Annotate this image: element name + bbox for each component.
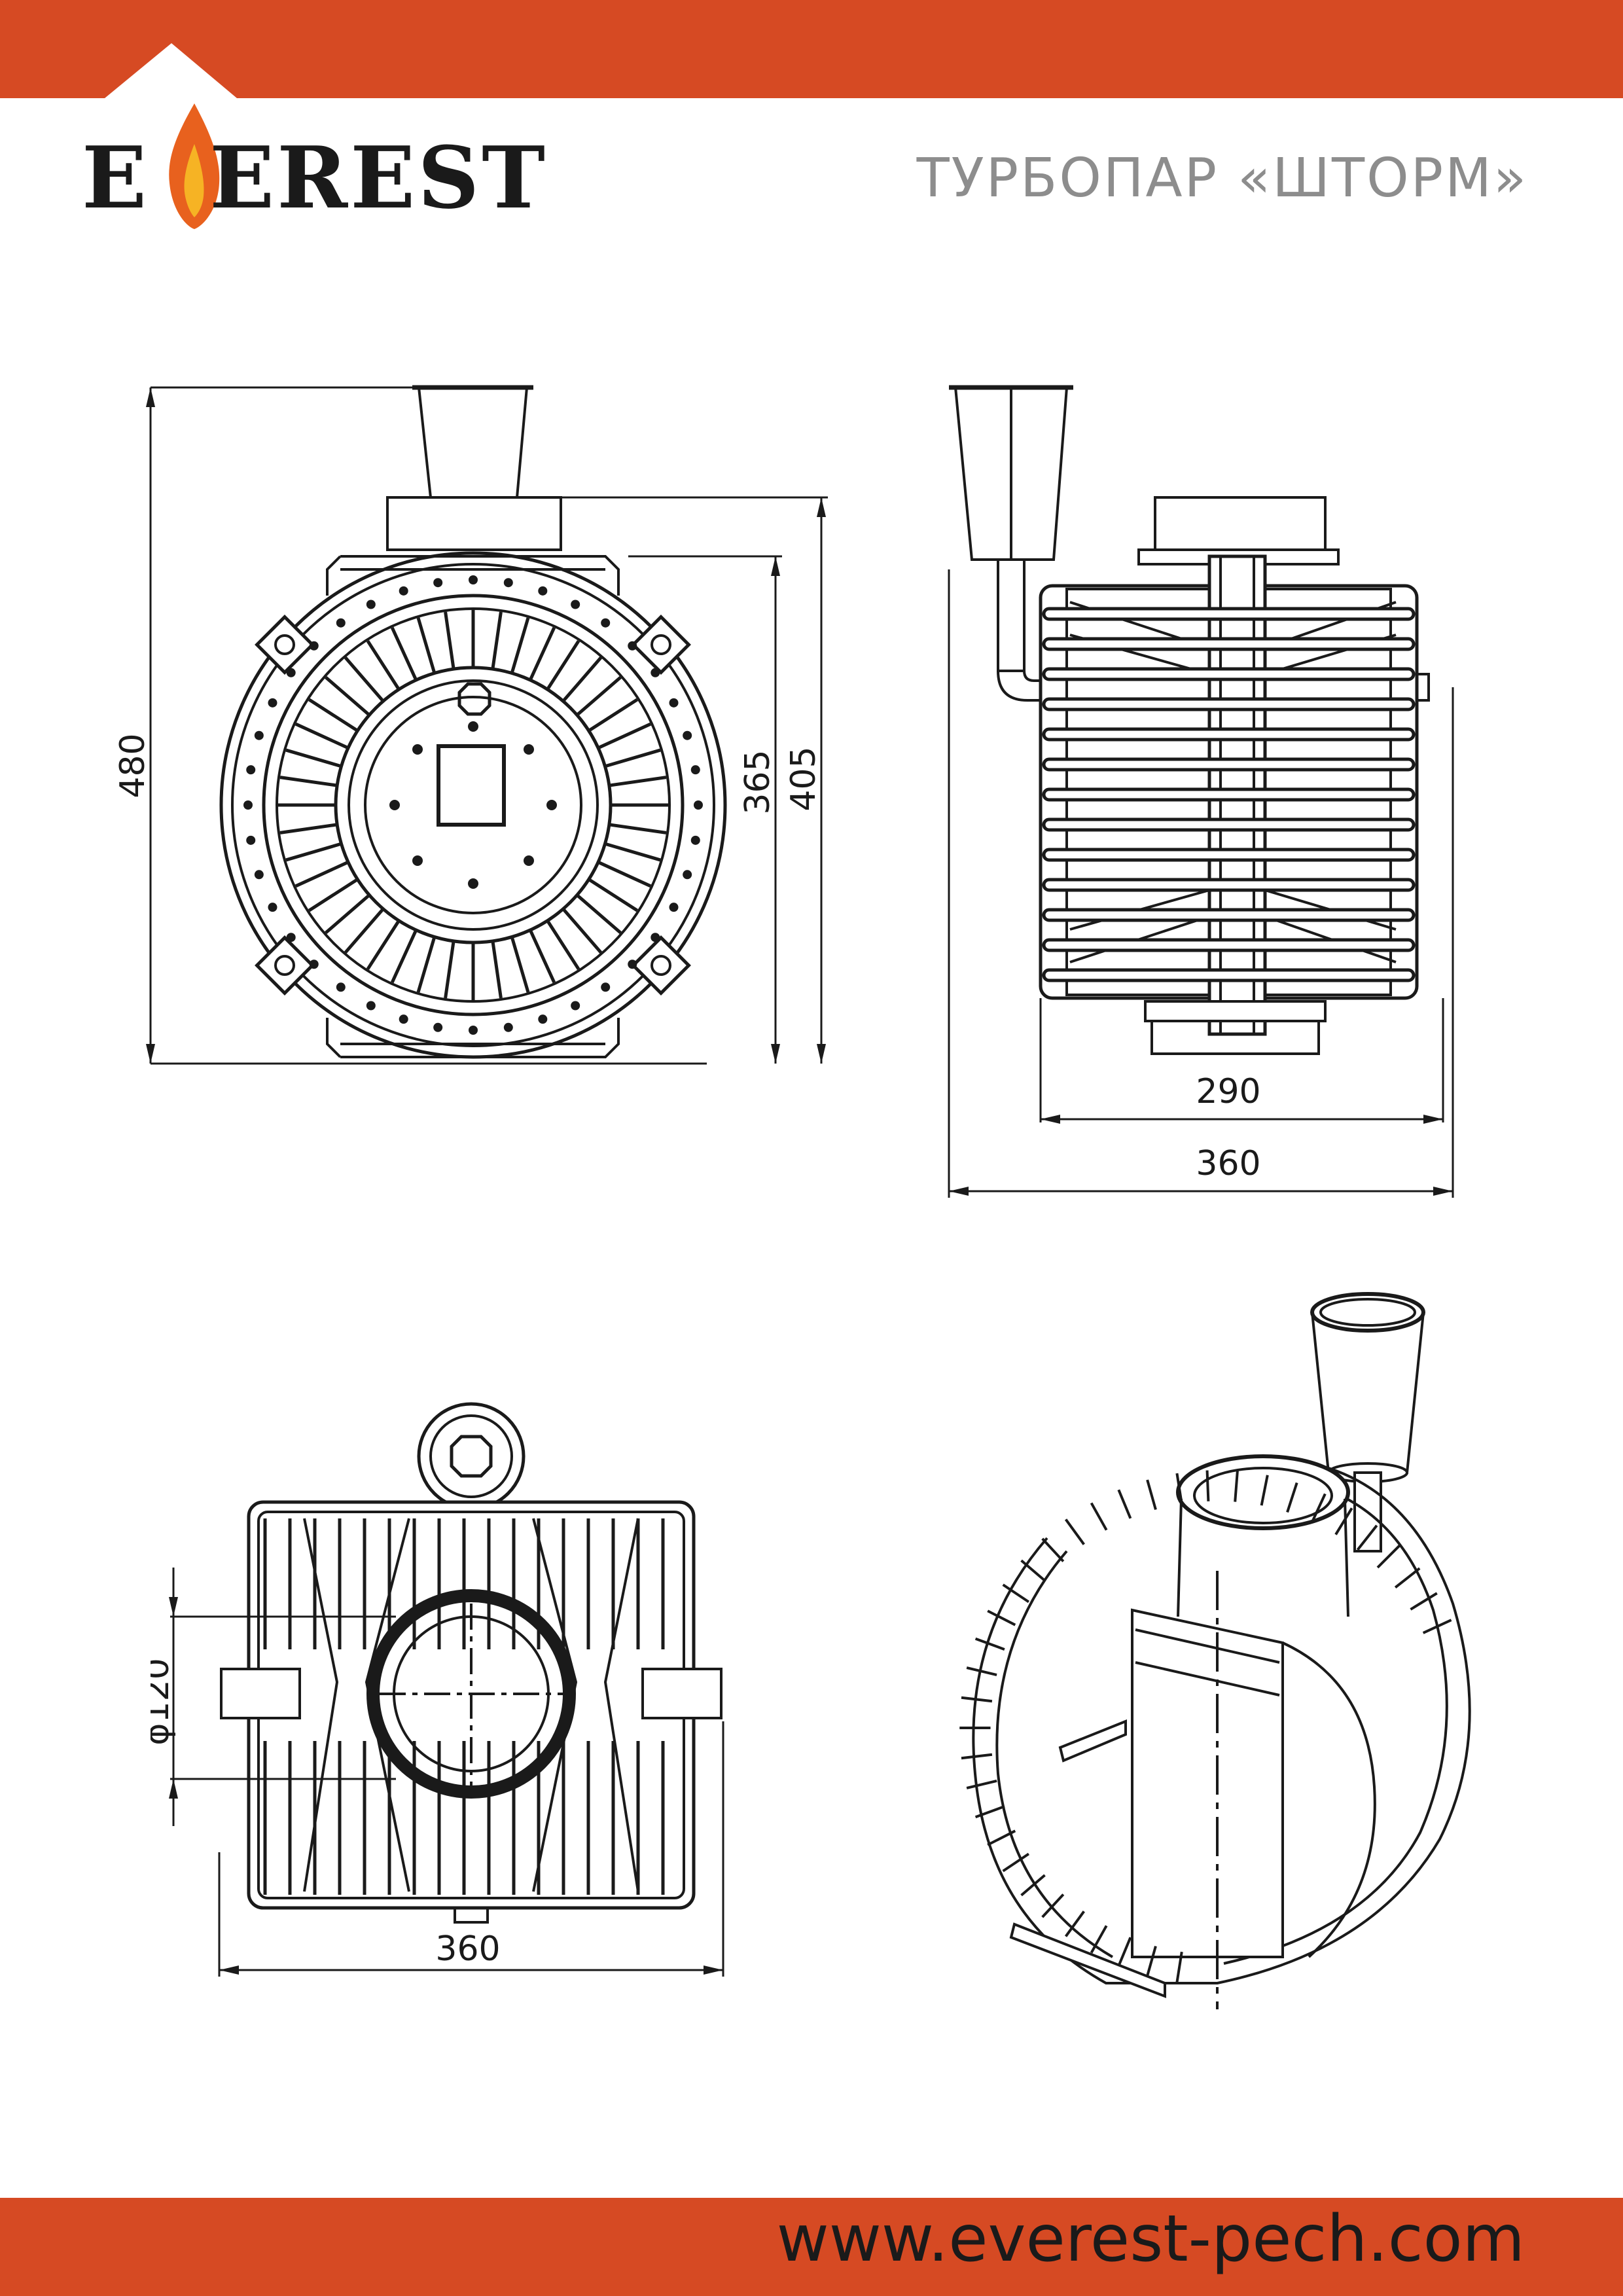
dim-480-label: 480 [118, 733, 152, 798]
product-title: ТУРБОПАР «ШТОРМ» [916, 147, 1528, 209]
dim-360-top-label: 360 [435, 1929, 500, 1969]
side-view-drawing: 290 360 [948, 385, 1454, 1198]
logo-letters: EREST [209, 128, 548, 228]
brand-logo: E EREST [82, 98, 545, 242]
dim-405-label: 405 [784, 746, 823, 811]
header-band [0, 0, 1623, 98]
flame-icon [169, 103, 220, 229]
dim-360-side-label: 360 [1196, 1144, 1260, 1183]
footer-band [0, 2198, 1623, 2296]
logo-mountain-peak [105, 43, 237, 98]
dim-365-label: 365 [738, 749, 777, 814]
website-link[interactable]: www.everest-pech.com [776, 2202, 1525, 2276]
top-view-drawing: ϕ120 360 [151, 1402, 724, 1977]
dim-290-label: 290 [1196, 1072, 1260, 1111]
dim-diameter-label: ϕ120 [151, 1658, 177, 1746]
front-view-drawing: 480 365 405 [118, 385, 828, 1065]
cutaway-view-drawing [959, 1292, 1471, 2009]
logo-letter-e: E [82, 128, 150, 228]
